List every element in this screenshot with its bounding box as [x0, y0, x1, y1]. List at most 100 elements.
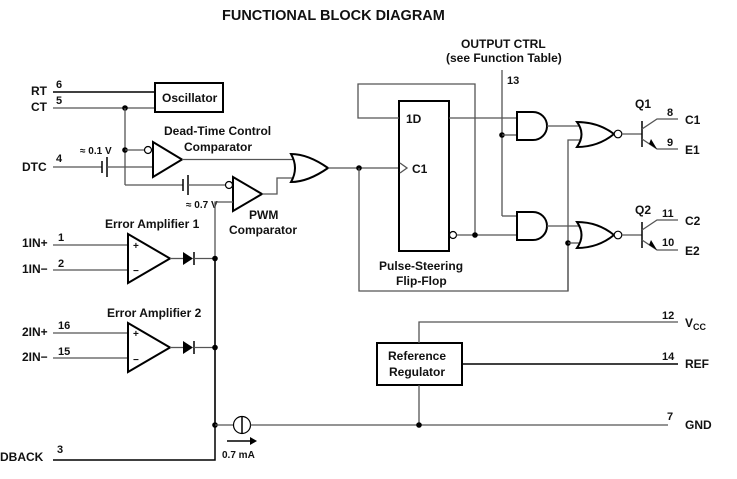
q1-emitter-arrow-icon: [649, 139, 657, 149]
and-gate-2: [516, 211, 548, 241]
pin-e1-number: 9: [667, 137, 673, 149]
pin-feedback-label: DBACK: [0, 450, 44, 464]
error-amp-1-minus: −: [133, 266, 139, 277]
offset-pwm-label: ≈ 0.7 V: [186, 200, 218, 211]
pin-gnd-number: 7: [667, 411, 673, 423]
diagram-title: FUNCTIONAL BLOCK DIAGRAM: [222, 8, 445, 24]
ff-feedback-wire: [357, 83, 476, 235]
pin-e1-label: E1: [685, 143, 700, 157]
pin-ct: CT 5: [31, 95, 155, 114]
oscillator-box: [154, 82, 224, 113]
q2-label: Q2: [635, 203, 651, 217]
pwm-output-wire: [262, 177, 296, 195]
error-amplifier-2: Error Amplifier 2 2IN+ 16 2IN− 15 + −: [22, 306, 218, 374]
pin-2in-plus-label: 2IN+: [22, 325, 48, 339]
pin-gnd-label: GND: [685, 418, 712, 432]
pin-vcc-number: 12: [662, 310, 674, 322]
pulse-steering-flip-flop: 1D C1 Pulse-Steering Flip-Flop: [357, 83, 518, 288]
feedback-section: DBACK 3 0.7 mA: [0, 258, 668, 464]
error-amp-1-diode-icon: [183, 252, 193, 265]
nor-shared-input-wire: [567, 139, 582, 291]
feedback-wire: [53, 258, 216, 461]
ff-clock-label: C1: [412, 162, 428, 176]
pin-ref: 14 REF: [662, 351, 709, 371]
dead-time-label-2: Comparator: [184, 140, 252, 154]
output-ctrl-pin-number: 13: [507, 75, 519, 87]
transistor-q1: Q1 8 C1 9 E1: [635, 97, 701, 157]
vcc-wire: [418, 321, 678, 343]
error-amp-1-triangle: [127, 232, 172, 285]
pwm-comparator-triangle: [232, 175, 264, 213]
pin-ct-number: 5: [56, 95, 62, 107]
pin-feedback-number: 3: [57, 444, 63, 456]
dead-time-label-1: Dead-Time Control: [164, 124, 271, 138]
error-amp-1-plus: +: [133, 241, 139, 252]
nor-gate-2-bubble: [613, 230, 623, 240]
pin-rt: RT 6: [31, 79, 155, 98]
pin-vcc-label: VCC: [685, 316, 707, 332]
nor-gate-1: [575, 120, 616, 149]
nor-gate-2: [575, 220, 616, 250]
reference-label-2: Regulator: [389, 365, 445, 379]
pin-dtc: DTC 4 ≈ 0.1 V: [22, 146, 153, 177]
pin-2in-plus-number: 16: [58, 320, 70, 332]
pin-c1-label: C1: [685, 113, 701, 127]
and-gate-1: [516, 111, 548, 141]
dead-time-comparator: Dead-Time Control Comparator: [143, 124, 293, 179]
offset-dtc-label: ≈ 0.1 V: [80, 146, 112, 157]
error-amp-1-label: Error Amplifier 1: [105, 217, 200, 231]
pwm-inverting-bubble: [224, 180, 234, 190]
output-ctrl-sublabel: (see Function Table): [446, 51, 562, 65]
output-ctrl-label: OUTPUT CTRL: [461, 37, 546, 51]
error-amp-2-plus: +: [133, 329, 139, 340]
flip-flop-label-1: Pulse-Steering: [379, 259, 463, 273]
transistor-q2: Q2 11 C2 10 E2: [635, 203, 701, 258]
error-amp-2-diode-icon: [183, 341, 193, 354]
current-arrow-icon: [250, 437, 257, 445]
current-source-label: 0.7 mA: [222, 450, 255, 461]
pin-c1-number: 8: [667, 107, 673, 119]
pin-1in-minus-number: 2: [58, 258, 64, 270]
dead-time-comparator-triangle: [152, 140, 184, 179]
pin-rt-number: 6: [56, 79, 62, 91]
pin-gnd: 7 GND: [667, 411, 712, 432]
flip-flop-box: [398, 100, 450, 252]
nor-gate-1-bubble: [613, 129, 623, 139]
pin-e2-number: 10: [662, 237, 674, 249]
pin-2in-minus-label: 2IN−: [22, 350, 48, 364]
pin-rt-label: RT: [31, 84, 48, 98]
q1-collector-wire: [641, 118, 678, 130]
error-amp-2-triangle: [127, 321, 172, 374]
oscillator-label: Oscillator: [162, 91, 218, 105]
oscillator-block: Oscillator: [154, 82, 224, 113]
pin-1in-plus-number: 1: [58, 232, 64, 244]
pin-dtc-number: 4: [56, 153, 63, 165]
ff-d-input-label: 1D: [406, 112, 422, 126]
ff-clock-icon: [399, 162, 409, 174]
reference-label-1: Reference: [388, 349, 446, 363]
pin-vcc: 12 VCC: [662, 310, 707, 332]
error-amp-2-minus: −: [133, 355, 139, 366]
ff-qbar-bubble: [448, 230, 458, 240]
pin-1in-minus-label: 1IN−: [22, 262, 48, 276]
dtc-inverting-bubble: [143, 145, 153, 155]
pin-ref-number: 14: [662, 351, 675, 363]
pin-ct-label: CT: [31, 100, 48, 114]
regulator-gnd-junction: [416, 422, 422, 428]
q2-emitter-arrow-icon: [649, 240, 657, 250]
or-gate-combiner: [289, 152, 330, 184]
q2-collector-wire: [641, 219, 678, 231]
pwm-label-1: PWM: [249, 208, 278, 222]
reference-regulator: Reference Regulator: [376, 321, 678, 428]
pin-c2-number: 11: [662, 208, 674, 220]
pwm-comparator: PWM Comparator: [214, 175, 297, 425]
q1-label: Q1: [635, 97, 651, 111]
output-ctrl: OUTPUT CTRL (see Function Table) 13: [446, 37, 562, 217]
error-amplifier-1: Error Amplifier 1 1IN+ 1 1IN− 2 + −: [22, 217, 218, 285]
pin-2in-minus-number: 15: [58, 346, 70, 358]
ff-qbar-junction: [472, 232, 478, 238]
flip-flop-label-2: Flip-Flop: [396, 274, 447, 288]
pwm-label-2: Comparator: [229, 223, 297, 237]
pin-ref-label: REF: [685, 357, 709, 371]
